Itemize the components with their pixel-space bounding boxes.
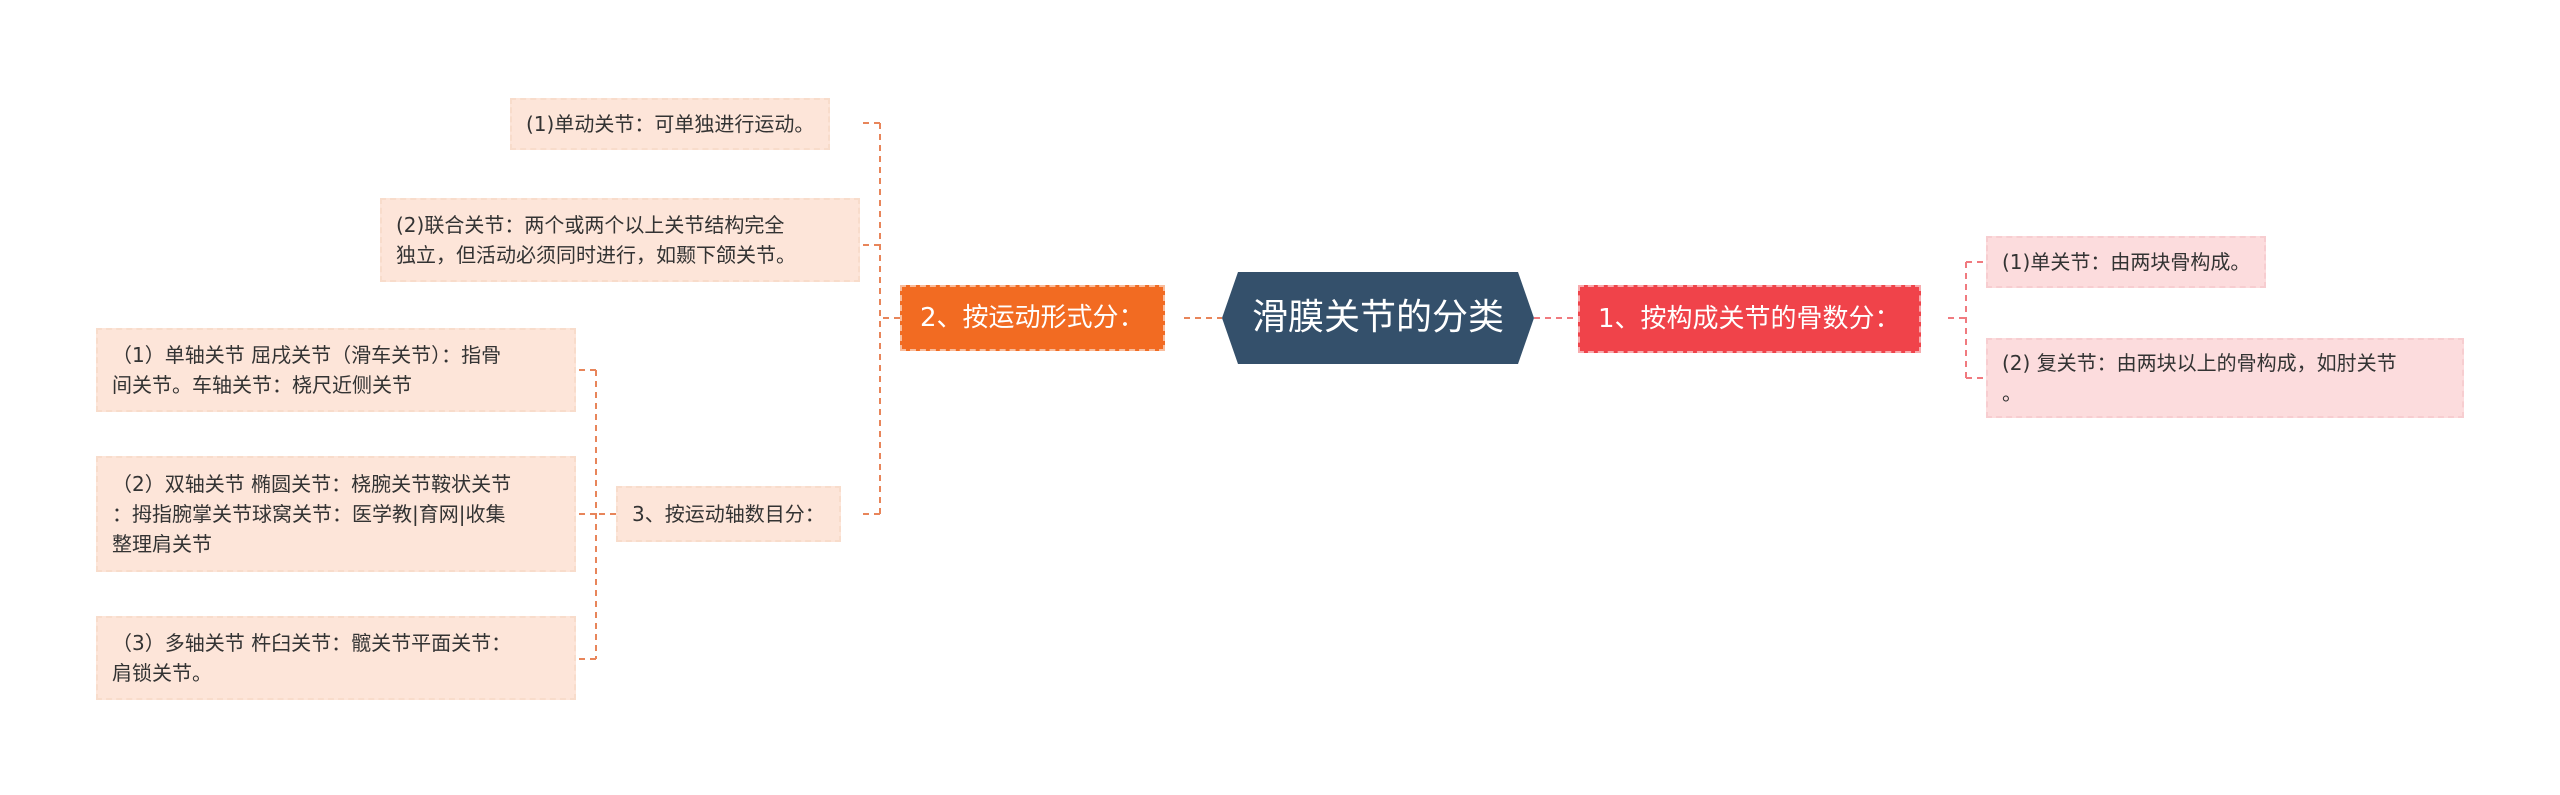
leaf-uniaxial-joint[interactable]: （1）单轴关节 屈戌关节（滑车关节）：指骨 间关节。车轴关节：桡尺近侧关节 bbox=[96, 328, 576, 412]
leaf-simple-joint-text: (1)单关节：由两块骨构成。 bbox=[2002, 250, 2251, 274]
branch-movement-form[interactable]: 2、按运动形式分： bbox=[900, 285, 1165, 351]
leaf-single-action-joint-text: (1)单动关节：可单独进行运动。 bbox=[526, 112, 815, 136]
leaf-single-action-joint[interactable]: (1)单动关节：可单独进行运动。 bbox=[510, 98, 831, 150]
leaf-combined-joint[interactable]: (2)联合关节：两个或两个以上关节结构完全 独立，但活动必须同时进行，如颞下颌关… bbox=[380, 198, 860, 282]
leaf-biaxial-joint[interactable]: （2）双轴关节 椭圆关节：桡腕关节鞍状关节 ：拇指腕掌关节球窝关节：医学教|育网… bbox=[96, 456, 576, 572]
leaf-compound-joint[interactable]: (2) 复关节：由两块以上的骨构成，如肘关节 。 bbox=[1986, 338, 2464, 418]
branch-axis-count[interactable]: 3、按运动轴数目分： bbox=[616, 486, 841, 542]
leaf-combined-joint-text: (2)联合关节：两个或两个以上关节结构完全 独立，但活动必须同时进行，如颞下颌关… bbox=[396, 213, 796, 267]
leaf-multiaxial-joint-text: （3）多轴关节 杵臼关节：髋关节平面关节： 肩锁关节。 bbox=[112, 631, 512, 685]
leaf-multiaxial-joint[interactable]: （3）多轴关节 杵臼关节：髋关节平面关节： 肩锁关节。 bbox=[96, 616, 576, 700]
leaf-biaxial-joint-text: （2）双轴关节 椭圆关节：桡腕关节鞍状关节 ：拇指腕掌关节球窝关节：医学教|育网… bbox=[112, 472, 512, 556]
central-topic-label: 滑膜关节的分类 bbox=[1251, 297, 1504, 338]
leaf-simple-joint[interactable]: (1)单关节：由两块骨构成。 bbox=[1986, 236, 2267, 288]
hexagon-shape bbox=[1222, 272, 1534, 364]
branch-bone-count[interactable]: 1、按构成关节的骨数分： bbox=[1578, 285, 1921, 353]
central-topic[interactable]: 滑膜关节的分类 bbox=[1222, 272, 1534, 364]
branch-bone-count-label: 1、按构成关节的骨数分： bbox=[1598, 303, 1901, 334]
branch-movement-form-label: 2、按运动形式分： bbox=[920, 302, 1145, 333]
leaf-compound-joint-text: (2) 复关节：由两块以上的骨构成，如肘关节 。 bbox=[2002, 351, 2397, 405]
leaf-uniaxial-joint-text: （1）单轴关节 屈戌关节（滑车关节）：指骨 间关节。车轴关节：桡尺近侧关节 bbox=[112, 343, 502, 397]
branch-axis-count-label: 3、按运动轴数目分： bbox=[632, 502, 825, 526]
